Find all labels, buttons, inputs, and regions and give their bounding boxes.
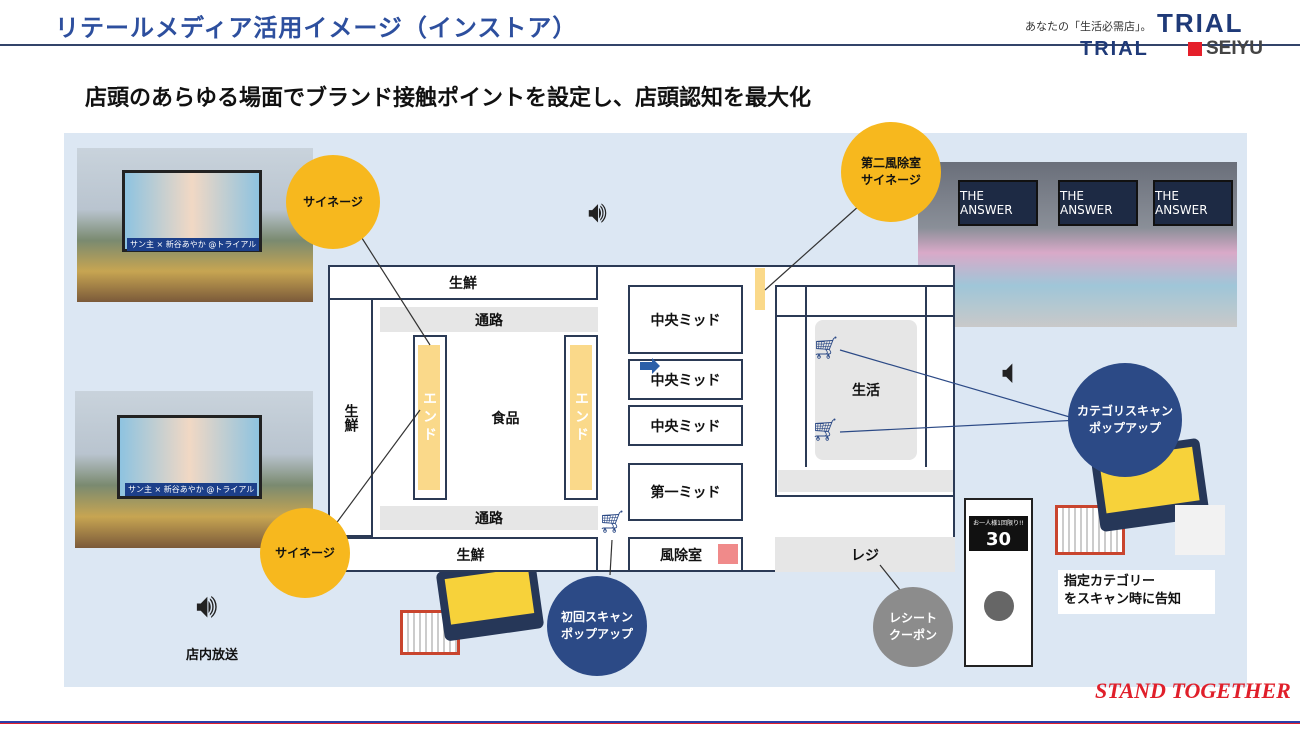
food-label: 食品 bbox=[445, 335, 566, 500]
cart-icon: 🛒︎ bbox=[598, 510, 626, 535]
footer-line-blue bbox=[0, 721, 1300, 723]
arrow-icon bbox=[640, 358, 660, 374]
slide-subtitle: 店頭のあらゆる場面でブランド接触ポイントを設定し、店頭認知を最大化 bbox=[85, 86, 812, 111]
header-divider bbox=[0, 44, 1300, 46]
callout-first-scan-popup: 初回スキャン ポップアップ bbox=[547, 576, 647, 676]
callout-signage-top: サイネージ bbox=[286, 155, 380, 249]
speaker-icon: 🔊︎ bbox=[196, 586, 218, 626]
aisle-bottom: 通路 bbox=[380, 506, 598, 530]
trial-logo: TRIAL bbox=[1157, 8, 1244, 38]
callout-receipt-coupon: レシート クーポン bbox=[873, 587, 953, 667]
callout-signage-bottom: サイネージ bbox=[260, 508, 350, 598]
callout-category-scan-popup: カテゴリスキャン ポップアップ bbox=[1068, 363, 1182, 477]
zone-fresh-bottom: 生鮮 bbox=[343, 537, 598, 572]
end-cap-right: エンド bbox=[570, 345, 592, 490]
signage-photo-top: サン主 × 新谷あやか @トライアル bbox=[77, 148, 313, 302]
zone-living: 生活 bbox=[815, 320, 917, 460]
speaker-icon: 🔊︎ bbox=[588, 195, 607, 230]
living-aisle bbox=[778, 470, 953, 492]
second-vestibule-signage-marker bbox=[755, 268, 765, 310]
end-cap-left: エンド bbox=[418, 345, 440, 490]
receipt-coupon: お一人様1回限り!! 30 bbox=[964, 498, 1033, 667]
stand-together-logo: STAND TOGETHER bbox=[1095, 678, 1291, 703]
trial-logo-small: TRIAL bbox=[1080, 38, 1149, 60]
callout-second-vestibule-signage: 第二風除室 サイネージ bbox=[841, 122, 941, 222]
zone-fresh-left: 生鮮 bbox=[328, 298, 373, 537]
cart-icon: 🛒︎ bbox=[811, 418, 839, 443]
category-note: 指定カテゴリー をスキャン時に告知 bbox=[1058, 570, 1215, 614]
seiyu-red-square bbox=[1188, 42, 1202, 56]
zone-first-mid: 第一ミッド bbox=[628, 463, 743, 521]
zone-mid-1: 中央ミッド bbox=[628, 285, 743, 354]
aisle-top: 通路 bbox=[380, 307, 598, 332]
zone-mid-3: 中央ミッド bbox=[628, 405, 743, 446]
vestibule-signage-photo: THE ANSWER THE ANSWER THE ANSWER bbox=[918, 162, 1237, 327]
brand-tagline: あなたの「生活必需店」。 bbox=[1025, 20, 1152, 33]
cart-icon: 🛒︎ bbox=[812, 336, 840, 361]
cart-tablet-photo-category bbox=[1055, 437, 1225, 560]
footer-line-red bbox=[0, 723, 1300, 724]
zone-fresh-top: 生鮮 bbox=[328, 265, 598, 300]
speaker-icon: 🔈︎ bbox=[1002, 352, 1023, 392]
vestibule-marker bbox=[718, 544, 738, 564]
page-title: リテールメディア活用イメージ（インストア） bbox=[55, 14, 578, 42]
zone-register: レジ bbox=[775, 537, 955, 572]
cart-tablet-photo-first bbox=[400, 558, 550, 665]
seiyu-logo: SEIYU bbox=[1206, 38, 1264, 59]
receipt-points: 30 bbox=[969, 529, 1028, 551]
signage-caption: サン主 × 新谷あやか @トライアル bbox=[125, 483, 258, 496]
signage-caption: サン主 × 新谷あやか @トライアル bbox=[127, 238, 260, 251]
broadcast-label: 店内放送 bbox=[186, 648, 239, 663]
